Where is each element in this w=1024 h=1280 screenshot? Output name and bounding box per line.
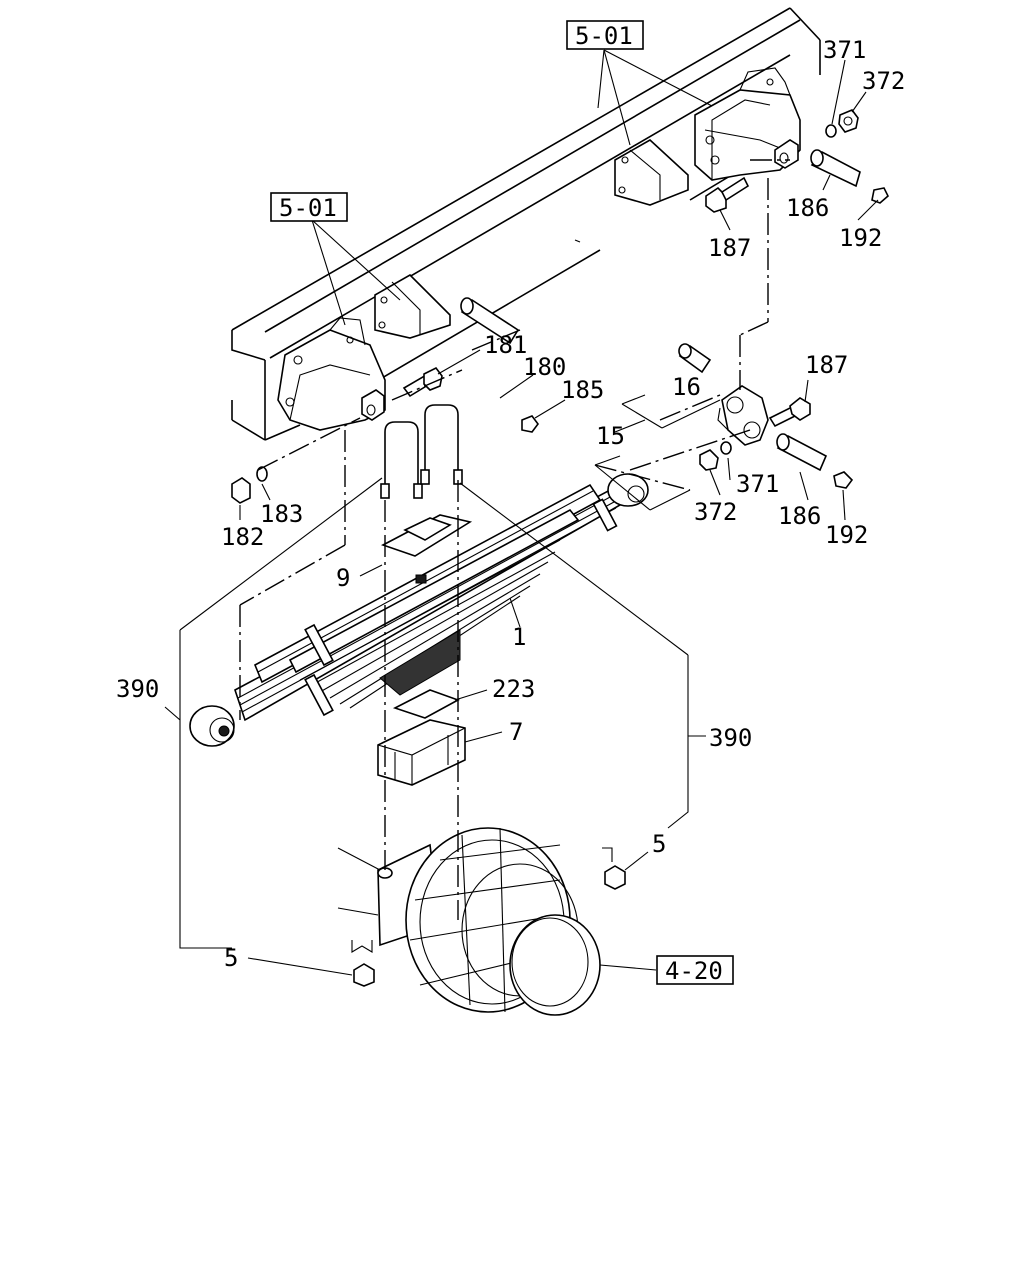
reference-link-5-01-left[interactable]: 5-01 bbox=[270, 192, 348, 222]
rear-hanger-bracket bbox=[694, 67, 801, 181]
callouts: 371 372 186 192 187 181 180 185 16 187 1… bbox=[116, 36, 905, 972]
reference-label: 4-20 bbox=[665, 957, 723, 985]
callout-5-right: 5 bbox=[652, 830, 666, 858]
bushing-15-outline bbox=[594, 394, 721, 511]
callout-372-top: 372 bbox=[862, 67, 905, 95]
callout-372-mid: 372 bbox=[694, 498, 737, 526]
callout-16: 16 bbox=[672, 373, 701, 401]
callout-187-mid: 187 bbox=[805, 351, 848, 379]
callout-5-left: 5 bbox=[224, 944, 238, 972]
reference-link-4-20[interactable]: 4-20 bbox=[656, 955, 734, 985]
callout-186-mid: 186 bbox=[778, 502, 821, 530]
callout-180: 180 bbox=[523, 353, 566, 381]
callout-390-left: 390 bbox=[116, 675, 159, 703]
callout-192-mid: 192 bbox=[825, 521, 868, 549]
callout-7: 7 bbox=[509, 718, 523, 746]
callout-186-top: 186 bbox=[786, 194, 829, 222]
u-bolts bbox=[380, 404, 463, 499]
callout-182: 182 bbox=[221, 523, 264, 551]
callout-390-right: 390 bbox=[709, 724, 752, 752]
callout-371-mid: 371 bbox=[736, 470, 779, 498]
reference-label: 5-01 bbox=[279, 194, 337, 222]
axle-hub bbox=[337, 827, 613, 1016]
reference-link-5-01-top[interactable]: 5-01 bbox=[566, 20, 644, 50]
callout-371-top: 371 bbox=[823, 36, 866, 64]
pad-223 bbox=[392, 689, 460, 719]
callout-15: 15 bbox=[596, 422, 625, 450]
callout-183: 183 bbox=[260, 500, 303, 528]
reference-label: 5-01 bbox=[575, 22, 633, 50]
callout-1: 1 bbox=[512, 623, 526, 651]
callout-223: 223 bbox=[492, 675, 535, 703]
leader-lines bbox=[164, 49, 879, 976]
alignment-lines bbox=[239, 159, 790, 920]
spring-seat-top bbox=[380, 514, 473, 584]
intermediate-brackets bbox=[374, 139, 689, 339]
callout-192-top: 192 bbox=[839, 224, 882, 252]
shackle bbox=[717, 385, 769, 446]
callout-187-top: 187 bbox=[708, 234, 751, 262]
callout-9: 9 bbox=[336, 564, 350, 592]
hardware bbox=[231, 109, 889, 987]
frame-rail bbox=[231, 7, 821, 441]
front-hanger-bracket bbox=[277, 317, 386, 431]
callout-181: 181 bbox=[484, 331, 527, 359]
callout-185: 185 bbox=[561, 376, 604, 404]
spring-seat-7 bbox=[377, 719, 466, 786]
